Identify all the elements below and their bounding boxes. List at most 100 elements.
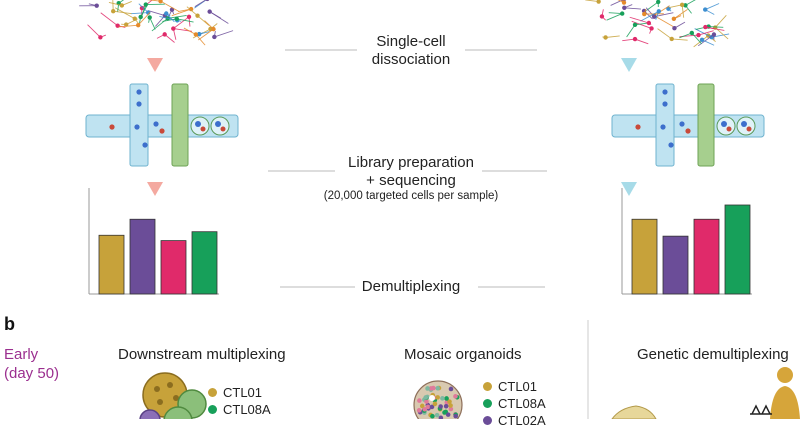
neuron-body (187, 15, 191, 19)
mosaic-cell (448, 403, 453, 408)
neuron-body (652, 14, 656, 18)
legend-item: CTL08A (483, 395, 546, 412)
neuron-body (680, 3, 684, 7)
channel-vertical (130, 84, 148, 166)
neuron-process (172, 9, 191, 16)
cell (635, 124, 640, 129)
neuron-body (696, 33, 700, 37)
neuron-process (627, 25, 635, 37)
neuron-body (670, 37, 674, 41)
bar-chart-left (89, 188, 219, 294)
bar-2 (130, 219, 155, 294)
neuron-process (148, 11, 165, 16)
neuron-process (709, 27, 724, 28)
neuron-body (657, 9, 661, 13)
neuron-body (622, 6, 626, 10)
legend-item: CTL01 (483, 378, 546, 395)
mosaic-cell (438, 404, 443, 409)
neuron-body (98, 35, 102, 39)
neuron-process (101, 13, 118, 26)
bar-3 (694, 219, 719, 294)
neuron-body (703, 7, 707, 11)
neuron-body (111, 9, 115, 13)
neuron-process (705, 3, 719, 9)
droplet-cell (215, 121, 221, 127)
step-label-dissociation: Single-cell dissociation (340, 33, 482, 69)
neuron-body (211, 27, 215, 31)
cell (668, 142, 673, 147)
neuron-process (143, 0, 161, 1)
mosaic-cell (453, 414, 458, 419)
neuron-body (596, 0, 600, 4)
neuron-body (175, 17, 179, 21)
cell (679, 121, 684, 126)
organoid-cluster-icon (140, 373, 206, 419)
researcher-icon (612, 367, 800, 419)
neuron-body (600, 14, 604, 18)
neuron-body (642, 12, 646, 16)
bead-channel (698, 84, 714, 166)
column-title-mosaic: Mosaic organoids (404, 346, 522, 363)
neuron-process (152, 18, 168, 31)
bar-1 (99, 235, 124, 294)
neuron-process (672, 39, 688, 40)
mosaic-cell (422, 407, 427, 412)
cell (136, 101, 141, 106)
mosaic-organoid-icon (414, 381, 462, 419)
timepoint-label: Early (day 50) (4, 345, 59, 383)
legend-label: CTL01 (223, 384, 262, 401)
neuron-body (620, 11, 624, 15)
neuron-network-right-icon (585, 0, 729, 47)
neuron-body (147, 15, 151, 19)
neuron-process (715, 15, 726, 27)
channel-vertical (656, 84, 674, 166)
mosaic-cell (435, 413, 440, 418)
legend-dot-ctl01 (208, 388, 217, 397)
droplet-cell (741, 121, 747, 127)
legend-label: CTL08A (498, 395, 546, 412)
neuron-body (700, 38, 704, 42)
droplet-bead (747, 127, 752, 132)
mosaic-cell (449, 387, 454, 392)
arrow-down-right-2 (621, 182, 637, 196)
neuron-body (95, 3, 99, 7)
mosaic-cell (417, 398, 422, 403)
cell (153, 121, 158, 126)
mosaic-cell (423, 395, 428, 400)
step-label-library-text: Library preparation + sequencing (348, 154, 474, 189)
microfluidic-chip-right-icon (612, 84, 764, 166)
neuron-body (212, 35, 216, 39)
neuron-body (712, 32, 716, 36)
cell (134, 124, 139, 129)
column-title-downstream: Downstream multiplexing (118, 346, 286, 363)
step-sublabel-library: (20,000 targeted cells per sample) (290, 190, 532, 202)
neuron-body (158, 0, 162, 3)
column-title-genetic: Genetic demultiplexing (637, 346, 789, 363)
droplet-cell (721, 121, 727, 127)
legend-dot-ctl08a (483, 399, 492, 408)
bar-1 (632, 219, 657, 294)
neuron-process (131, 13, 148, 14)
legend-downstream: CTL01 CTL08A (208, 384, 271, 418)
legend-mosaic: CTL01 CTL08A CTL02A (483, 378, 546, 429)
microfluidic-chip-left-icon (86, 84, 238, 166)
cell (136, 89, 141, 94)
mosaic-cell (444, 396, 449, 401)
bar-4 (192, 232, 217, 294)
arrow-down-left-1 (147, 58, 163, 72)
neuron-body (703, 25, 707, 29)
droplet-bead (201, 127, 206, 132)
droplet-cell (195, 121, 201, 127)
neuron-body (603, 35, 607, 39)
neuron-process (658, 29, 672, 39)
cell (662, 101, 667, 106)
neuron-body (672, 26, 676, 30)
mosaic-cell (440, 396, 445, 401)
neuron-process (161, 1, 179, 11)
mosaic-cell (430, 414, 435, 419)
neuron-process (194, 0, 210, 8)
cell (109, 124, 114, 129)
cell (142, 142, 147, 147)
neuron-body (120, 3, 124, 7)
bar-2 (663, 236, 688, 294)
